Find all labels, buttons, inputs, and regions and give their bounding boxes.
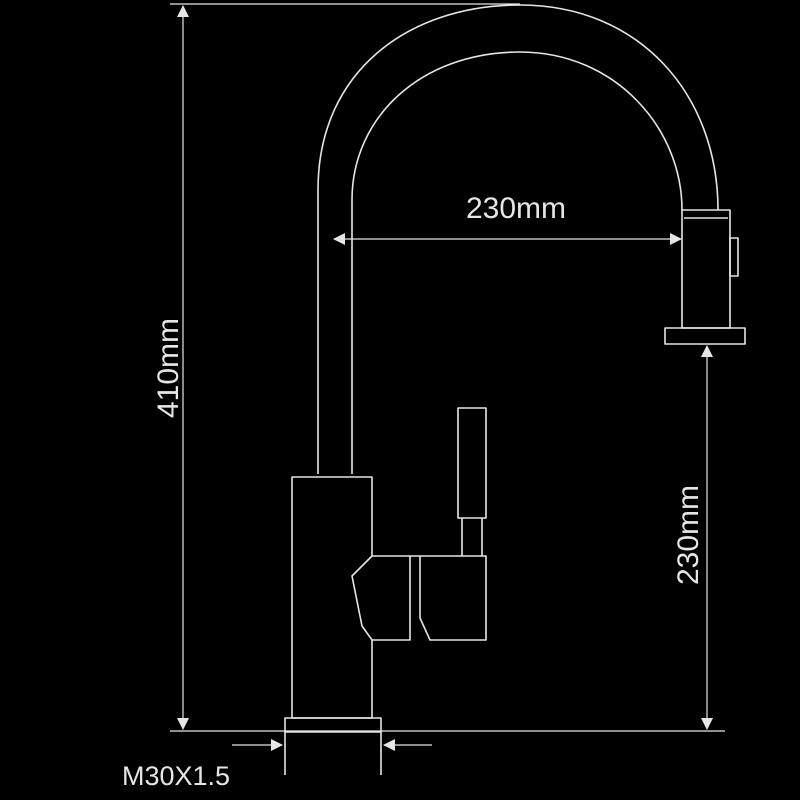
spray-head (681, 209, 731, 329)
spray-head-button (729, 237, 739, 277)
spray-head-outlet (664, 327, 746, 345)
spout-height-label: 230mm (672, 485, 705, 585)
lever-neck (461, 518, 483, 556)
mounting-base (284, 717, 382, 733)
spout-inner-edge (351, 51, 683, 474)
lever-handle (457, 407, 487, 519)
thread-label: M30X1.5 (122, 761, 230, 791)
faucet-body (291, 476, 411, 719)
spout-outer-edge (317, 4, 719, 474)
mixer-cartridge (410, 555, 487, 641)
height-label: 410mm (152, 318, 185, 418)
reach-label: 230mm (466, 192, 566, 225)
mixer-hub (351, 555, 373, 641)
